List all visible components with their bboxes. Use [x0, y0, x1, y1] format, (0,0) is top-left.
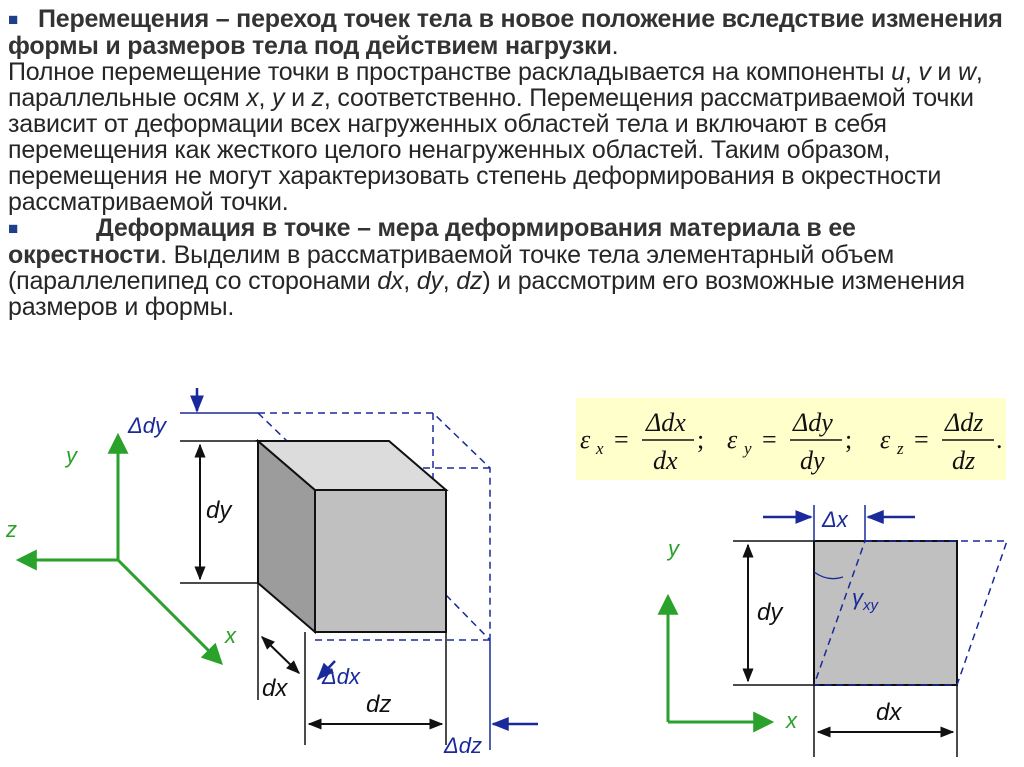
- semicolon: ;: [697, 425, 704, 454]
- equals-sign: =: [762, 425, 777, 454]
- period: .: [611, 32, 619, 60]
- text-run: ) и рассмотрим его возможные изменения р…: [8, 267, 965, 321]
- deformation-definition: Деформация в точке – мера деформирования…: [8, 214, 856, 269]
- symbol-dy: dy: [416, 267, 443, 295]
- axis-x-label: x: [785, 708, 798, 733]
- axis-y-label: y: [64, 443, 79, 468]
- symbol-v: v: [918, 58, 931, 86]
- dx-label: dx: [262, 675, 288, 702]
- text-run: ,: [403, 267, 417, 295]
- delta-dy-label: Δdy: [127, 413, 168, 438]
- symbol-y: y: [272, 84, 285, 112]
- dx-label: dx: [876, 699, 902, 726]
- text-run: , соответственно. Перемещения рассматрив…: [8, 84, 974, 216]
- denominator-dx: dx: [653, 446, 678, 475]
- delta-dx-label: Δdx: [321, 664, 361, 689]
- numerator-delta-dx: Δdx: [645, 408, 686, 437]
- paragraph-displacements: ■Перемещения – переход точек тела в ново…: [8, 6, 1008, 215]
- text-run: ,: [442, 267, 457, 295]
- x-axis-arrow: [116, 558, 223, 665]
- subscript-z: z: [896, 439, 904, 458]
- cube-front-face: [314, 489, 447, 633]
- delta-dz-label: Δdz: [443, 733, 482, 758]
- period: .: [996, 425, 1003, 454]
- semicolon: ;: [845, 425, 852, 454]
- delta-x-label: Δx: [821, 507, 849, 532]
- bullet-icon: ■: [8, 10, 19, 29]
- numerator-delta-dy: Δdy: [792, 408, 833, 437]
- axis-z-label: z: [5, 517, 17, 542]
- dx-dimension-arrow: [260, 636, 301, 674]
- equals-sign: =: [914, 425, 929, 454]
- symbol-x: x: [246, 84, 259, 112]
- shear-angle-arc: [813, 571, 844, 580]
- symbol-w: w: [957, 58, 976, 86]
- symbol-dz: dz: [456, 267, 483, 295]
- symbol-dx: dx: [377, 267, 404, 295]
- dy-label: dy: [757, 599, 784, 626]
- paragraph-deformation: ■Деформация в точке – мера деформировани…: [8, 215, 1008, 320]
- subscript-y: y: [742, 439, 752, 458]
- epsilon-symbol: ε: [580, 425, 591, 454]
- symbol-u: u: [891, 58, 905, 86]
- epsilon-symbol: ε: [727, 425, 738, 454]
- strain-formulas: ε x = Δdx dx ; ε y = Δdy dy ; ε z = Δdz …: [580, 408, 1003, 475]
- gamma-label: γxy: [852, 585, 880, 614]
- text-block: ■Перемещения – переход точек тела в ново…: [8, 6, 1008, 320]
- text-run: и: [284, 84, 312, 112]
- denominator-dz: dz: [952, 446, 975, 475]
- text-run: , параллельные осям: [8, 58, 983, 112]
- dz-label: dz: [366, 691, 391, 718]
- left-figure: y z x dy Δdy: [5, 388, 538, 758]
- symbol-z: z: [311, 84, 325, 112]
- displacement-definition: Перемещения – переход точек тела в новое…: [8, 5, 1003, 60]
- axis-x-label: x: [224, 623, 237, 648]
- text-run: ,: [258, 84, 273, 112]
- dy-label: dy: [206, 497, 233, 524]
- square-element: [813, 540, 958, 686]
- delta-dx-arrow: [316, 660, 336, 681]
- text-run: ,: [904, 58, 919, 86]
- axis-y-label: y: [666, 536, 681, 561]
- epsilon-symbol: ε: [880, 425, 891, 454]
- subscript-x: x: [595, 439, 604, 458]
- equals-sign: =: [614, 425, 629, 454]
- denominator-dy: dy: [800, 446, 825, 475]
- right-figure: y x γxy dy dx Δx: [657, 505, 1009, 757]
- text-run: Полное перемещение точки в пространстве …: [8, 58, 892, 86]
- numerator-delta-dz: Δdz: [944, 408, 983, 437]
- text-run: и: [930, 58, 958, 86]
- bullet-icon: ■: [8, 219, 19, 238]
- text-run: . Выделим в рассматриваемой точке тела э…: [8, 241, 894, 295]
- strain-formula-box: [576, 398, 1006, 480]
